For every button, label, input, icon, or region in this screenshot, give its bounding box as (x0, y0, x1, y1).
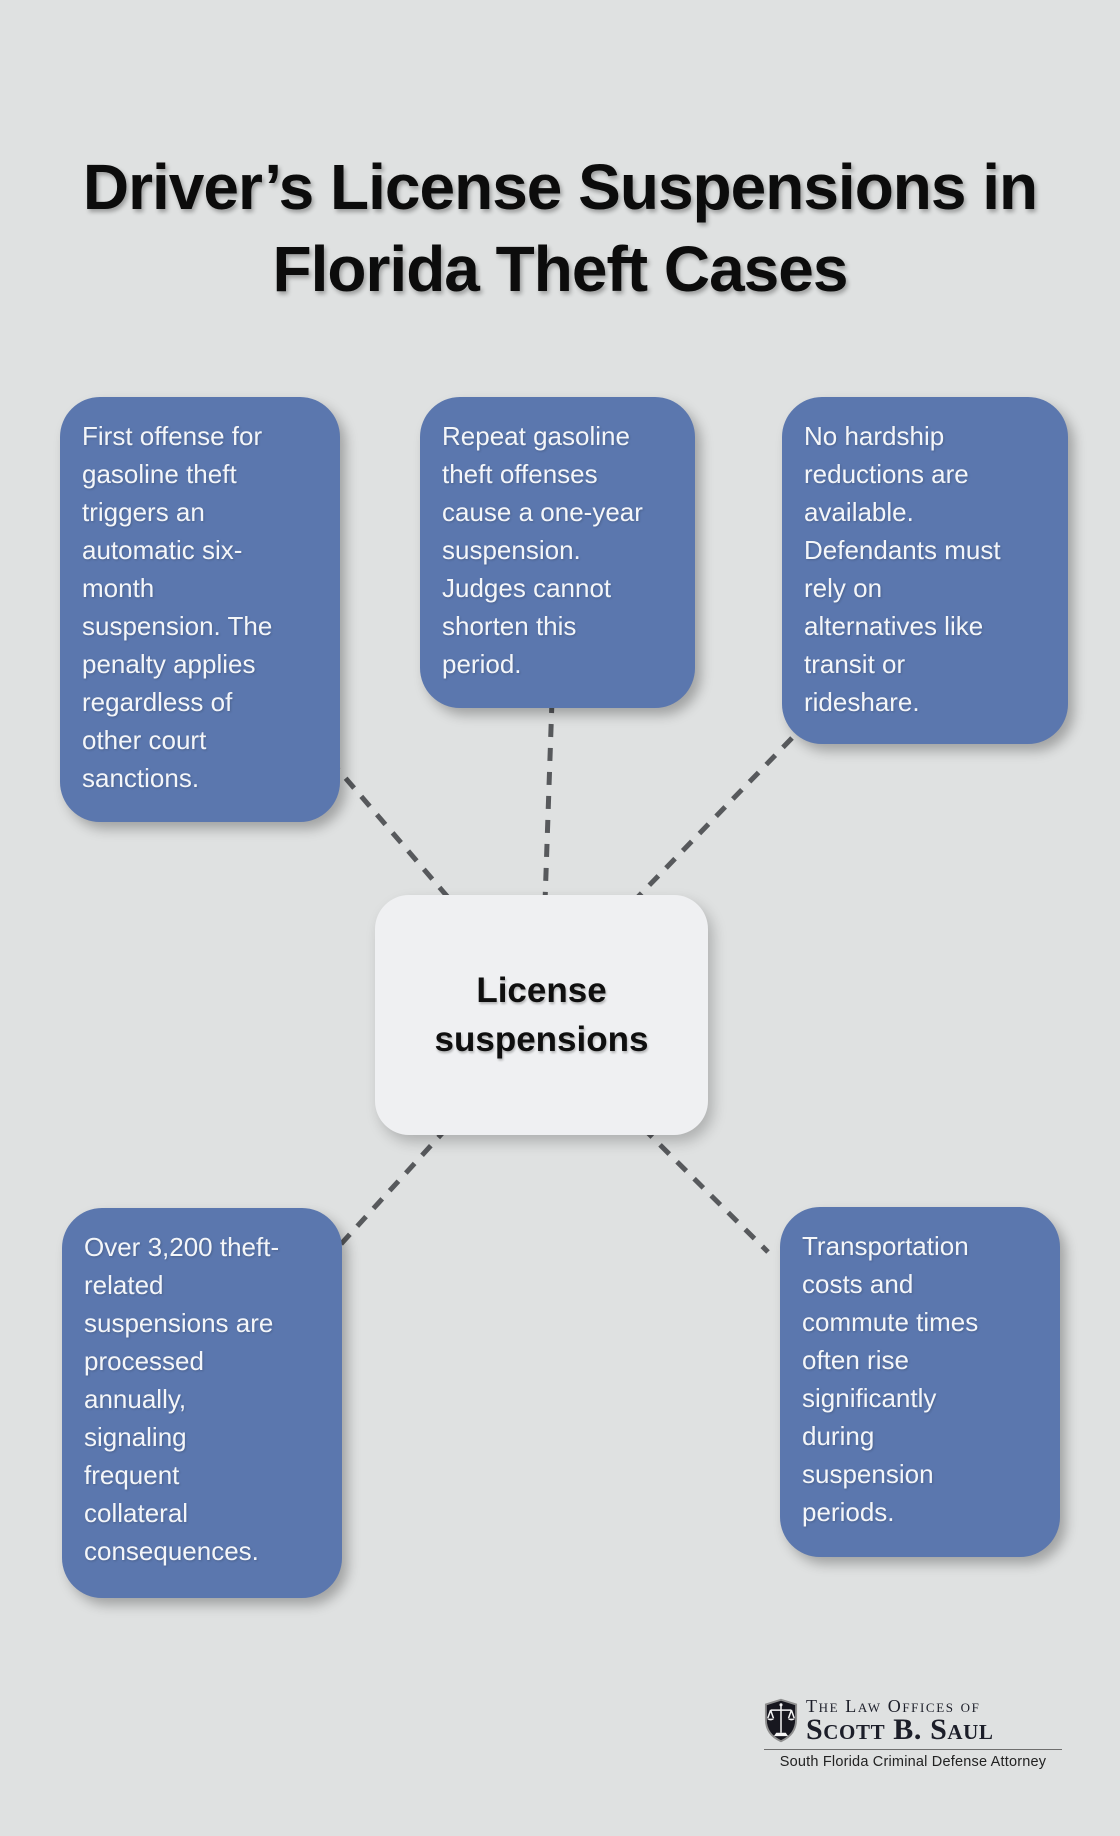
logo-tagline: South Florida Criminal Defense Attorney (779, 1754, 1047, 1770)
node-text: First offense for gasoline theft trigger… (82, 421, 273, 793)
node-text: Transportation costs and commute times o… (802, 1231, 979, 1527)
center-node: License suspensions (375, 895, 708, 1135)
node-text: Repeat gasoline theft offenses cause a o… (442, 421, 643, 679)
logo-firm-prefix: The Law Offices of (806, 1696, 981, 1716)
connector-line-bottom-left (328, 1126, 449, 1258)
node-box-annual-volume: Over 3,200 theft- related suspensions ar… (62, 1208, 342, 1598)
logo-divider (764, 1749, 1062, 1750)
page-title: Driver’s License Suspensions in Florida … (82, 150, 1038, 305)
connector-line-top-right (631, 736, 794, 904)
center-node-label: License suspensions (434, 971, 649, 1059)
law-firm-logo: The Law Offices of Scott B. Saul South F… (764, 1697, 1062, 1770)
connector-line-top-middle (542, 699, 555, 903)
scales-of-justice-icon (764, 1698, 798, 1743)
logo-firm-name: Scott B. Saul (806, 1713, 994, 1746)
node-box-first-offense: First offense for gasoline theft trigger… (60, 397, 340, 822)
node-text: Over 3,200 theft- related suspensions ar… (84, 1232, 280, 1566)
connector-line-top-left (328, 758, 454, 904)
node-box-transportation-costs: Transportation costs and commute times o… (780, 1207, 1060, 1557)
connector-line-bottom-right (641, 1126, 770, 1254)
node-box-no-hardship: No hardship reductions are available. De… (782, 397, 1068, 744)
node-text: No hardship reductions are available. De… (804, 421, 1001, 717)
node-box-repeat-offense: Repeat gasoline theft offenses cause a o… (420, 397, 695, 708)
